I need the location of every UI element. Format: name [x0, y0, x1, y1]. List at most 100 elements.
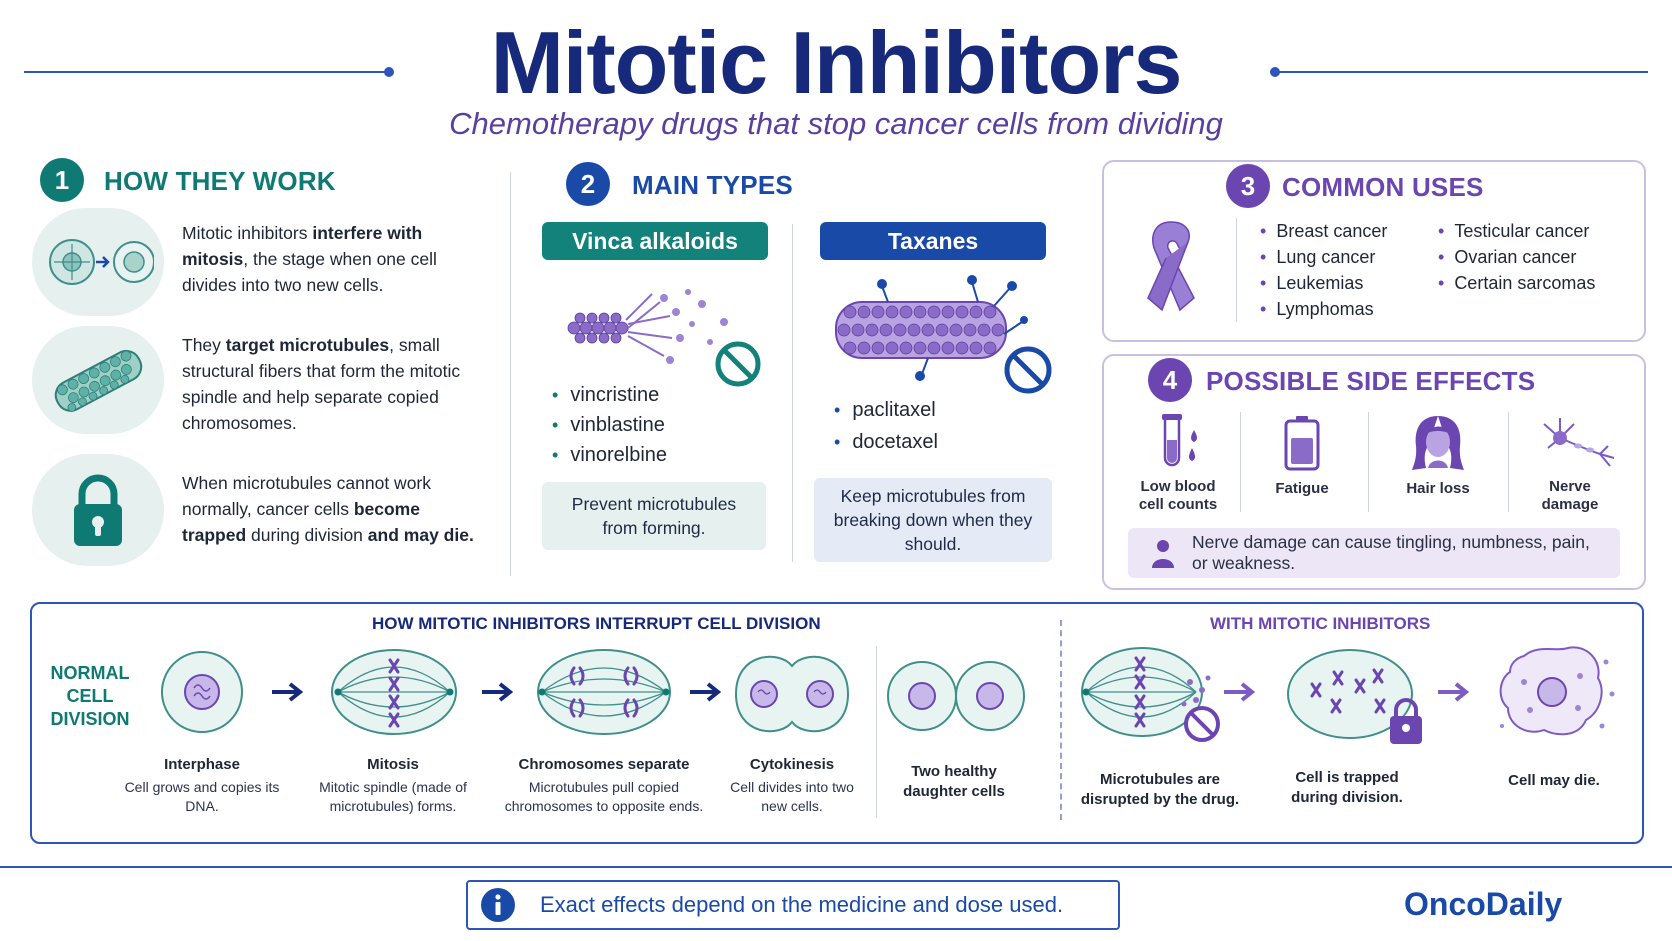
use-ovarian-cancer: Ovarian cancer: [1438, 244, 1595, 270]
drug-docetaxel: docetaxel: [834, 426, 938, 458]
stage-cytokinesis-desc: Cell divides into two new cells.: [730, 779, 854, 814]
stage-interphase-title: Interphase: [164, 756, 240, 773]
with-inhibitors-heading: WITH MITOTIC INHIBITORS: [1210, 614, 1431, 633]
header-rule-right-dot: [1270, 67, 1280, 77]
stage-daughter-title: Two healthy daughter cells: [903, 763, 1005, 800]
nerve-icon: [1538, 414, 1618, 479]
emphasis-text: target microtubules: [225, 335, 390, 355]
trapped-cell: [1284, 644, 1434, 759]
arrow-5: [1436, 680, 1474, 709]
drug-paclitaxel: paclitaxel: [834, 394, 938, 426]
header-rule-left-dot: [384, 67, 394, 77]
arrow-3: [688, 680, 726, 709]
effect-nerve-damage: Nerve damage: [1541, 478, 1599, 513]
stage-mitosis-desc: Mitotic spindle (made of microtubules) f…: [319, 779, 467, 814]
page-subtitle: Chemotherapy drugs that stop cancer cell…: [449, 106, 1223, 141]
microtubule-icon: [32, 326, 164, 434]
daughter-cells: [886, 656, 1026, 739]
divider-1-2: [510, 172, 511, 576]
uses-list-1: Breast cancer Lung cancer Leukemias Lymp…: [1260, 218, 1387, 322]
use-testicular-cancer: Testicular cancer: [1438, 218, 1595, 244]
effects-divider-3: [1508, 412, 1509, 512]
use-lung-cancer: Lung cancer: [1260, 244, 1387, 270]
effects-divider-2: [1368, 412, 1369, 512]
uses-list-2: Testicular cancer Ovarian cancer Certain…: [1438, 218, 1595, 296]
body-text: , the stage when one cell divides into t…: [182, 249, 437, 295]
effect-hair-loss: Hair loss: [1406, 480, 1470, 497]
body-text: Mitotic inhibitors: [182, 223, 313, 243]
nerve-damage-note-text: Nerve damage can cause tingling, numbnes…: [1192, 532, 1590, 573]
cytokinesis-cell: [732, 652, 852, 741]
inhibitor-divider: [1060, 620, 1062, 820]
arrow-1: [270, 680, 308, 709]
use-breast-cancer: Breast cancer: [1260, 218, 1387, 244]
arrow-2: [480, 680, 518, 709]
inhibited-trapped-text: Cell is trapped during division.: [1291, 769, 1403, 806]
use-leukemias: Leukemias: [1260, 270, 1387, 296]
drug-vincristine: vincristine: [552, 380, 667, 410]
normal-division-label: NORMAL CELL DIVISION: [50, 663, 130, 729]
effect-fatigue: Fatigue: [1275, 480, 1329, 497]
body-text: When microtubules cannot work normally, …: [182, 473, 431, 519]
stage-mitosis-title: Mitosis: [367, 756, 419, 773]
drug-vinblastine: vinblastine: [552, 410, 667, 440]
blood-tube-icon: [1158, 412, 1202, 477]
taxanes-drug-list: paclitaxel docetaxel: [834, 394, 938, 458]
header-rule-left: [24, 71, 389, 73]
vinca-note: Prevent microtubules from forming.: [542, 482, 766, 550]
how-work-text-2: They target microtubules, small structur…: [182, 332, 482, 436]
how-work-text-3: When microtubules cannot work normally, …: [182, 470, 482, 548]
stage-chromosomes-title: Chromosomes separate: [518, 756, 690, 773]
section-3-badge: 3: [1226, 164, 1270, 208]
person-icon: [1152, 540, 1174, 568]
use-lymphomas: Lymphomas: [1260, 296, 1387, 322]
cell-division-diagram-panel: [30, 602, 1644, 844]
effects-divider-1: [1240, 412, 1241, 512]
header-rule-right: [1276, 71, 1648, 73]
section-2-badge: 2: [566, 162, 610, 206]
body-text: , small structural fibers that form the …: [182, 335, 461, 433]
emphasis-text: and may die.: [367, 525, 474, 545]
effect-low-blood-counts: Low blood cell counts: [1138, 478, 1218, 513]
divider-vinca-taxanes: [792, 224, 793, 562]
taxanes-microtubule-icon: [828, 272, 1058, 401]
dying-cell: [1494, 642, 1618, 751]
section-4-badge: 4: [1148, 358, 1192, 402]
page-title: Mitotic Inhibitors: [490, 13, 1183, 112]
battery-icon: [1282, 414, 1322, 477]
padlock-icon: [32, 454, 164, 566]
uses-divider: [1236, 218, 1237, 322]
arrow-4: [1222, 680, 1260, 709]
vinca-microtubule-icon: [560, 282, 770, 397]
emphasis-text: interfere with mitosis: [182, 223, 423, 269]
info-note-text: Exact effects depend on the medicine and…: [540, 892, 1064, 917]
section-3-title: COMMON USES: [1282, 172, 1484, 202]
section-2-title: MAIN TYPES: [632, 170, 793, 200]
stage-chromosomes-desc: Microtubules pull copied chromosomes to …: [504, 779, 704, 814]
vinca-alkaloids-label: Vinca alkaloids: [542, 222, 768, 260]
footer-rule: [0, 866, 1672, 868]
use-certain-sarcomas: Certain sarcomas: [1438, 270, 1595, 296]
hair-loss-icon: [1410, 412, 1466, 479]
info-icon: [481, 888, 515, 922]
chromosomes-separate-cell: [534, 646, 674, 743]
info-note-box: Exact effects depend on the medicine and…: [466, 880, 1120, 930]
section-4-title: POSSIBLE SIDE EFFECTS: [1206, 366, 1536, 396]
diagram-heading: HOW MITOTIC INHIBITORS INTERRUPT CELL DI…: [372, 614, 821, 633]
section-1-title: HOW THEY WORK: [104, 166, 336, 196]
divider-daughter-cells: [876, 646, 877, 818]
interphase-cell: [158, 648, 246, 741]
body-text: during division: [246, 525, 368, 545]
stage-interphase-desc: Cell grows and copies its DNA.: [124, 779, 280, 814]
ribbon-icon: [1136, 214, 1206, 319]
vinca-drug-list: vincristine vinblastine vinorelbine: [552, 380, 667, 470]
drug-vinorelbine: vinorelbine: [552, 440, 667, 470]
emphasis-text: become trapped: [182, 499, 420, 545]
inhibited-disrupted-text: Microtubules are disrupted by the drug.: [1080, 771, 1240, 808]
body-text: They: [182, 335, 226, 355]
section-1-badge: 1: [40, 158, 84, 202]
brand-logo: OncoDaily: [1404, 886, 1563, 922]
cell-division-icon: [32, 208, 164, 316]
nerve-damage-note: Nerve damage can cause tingling, numbnes…: [1128, 528, 1620, 578]
mitosis-cell: [328, 646, 460, 743]
